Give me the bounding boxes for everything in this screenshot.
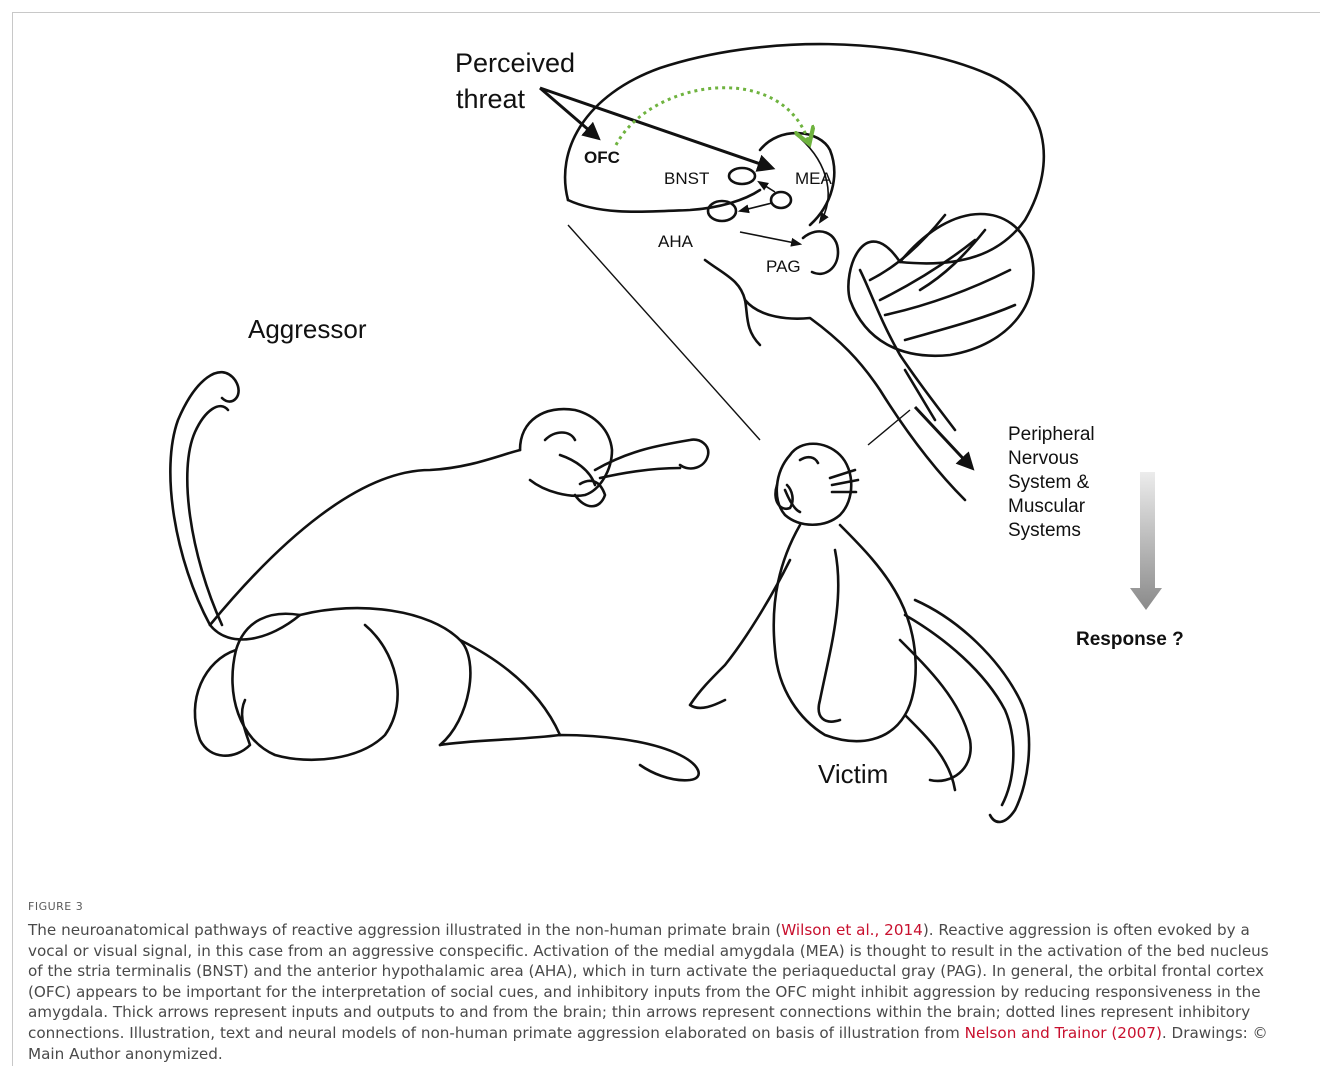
hypothalamus-outline — [705, 260, 760, 345]
victim-legs — [900, 640, 971, 790]
cortex-outline — [565, 44, 1044, 263]
figure-number: FIGURE 3 — [28, 900, 83, 913]
frontal-lobe-underside — [568, 190, 760, 212]
pag-structure — [803, 231, 838, 273]
mea-nucleus — [771, 192, 791, 208]
mea-to-bnst-arrow — [759, 182, 775, 192]
ofc-label: OFC — [584, 148, 620, 167]
response-arrow — [1130, 472, 1162, 610]
cerebellum-folia — [870, 215, 1015, 340]
aggressor-arm — [460, 640, 560, 735]
threat-to-mea-arrow — [540, 88, 772, 168]
bnst-nucleus — [729, 168, 755, 184]
aha-label: AHA — [658, 232, 694, 251]
pag-label: PAG — [766, 257, 801, 276]
border-tick — [12, 1052, 13, 1066]
peripheral-label-2: Nervous — [1008, 448, 1079, 469]
input-arrows — [540, 88, 972, 468]
peripheral-label-1: Peripheral — [1008, 424, 1095, 445]
victim-face — [785, 457, 818, 512]
peripheral-label-4: Muscular — [1008, 496, 1086, 517]
reference-link-wilson[interactable]: Wilson et al., 2014 — [781, 921, 923, 939]
aggressor-face — [545, 433, 595, 486]
figure-illustration: Perceived threat OFC BNST MEA AHA PAG Ag… — [0, 0, 1320, 900]
aha-to-pag-arrow — [740, 232, 800, 244]
mea-label: MEA — [795, 169, 833, 188]
projection-line-left — [568, 225, 760, 440]
victim-right-arm — [819, 550, 840, 722]
aggressor-monkey — [170, 372, 708, 780]
perceived-threat-label-2: threat — [456, 84, 526, 114]
victim-body — [774, 525, 916, 741]
brainstem-back — [860, 270, 955, 430]
cerebellum-outline — [848, 214, 1033, 356]
aggressor-rear-leg — [195, 650, 250, 756]
bnst-label: BNST — [664, 169, 709, 188]
reference-link-nelson[interactable]: Nelson and Trainor (2007) — [965, 1024, 1162, 1042]
aggressor-label: Aggressor — [248, 314, 367, 344]
response-label: Response ? — [1076, 629, 1184, 650]
victim-whiskers — [830, 470, 858, 492]
caption-text-1: The neuroanatomical pathways of reactive… — [28, 921, 781, 939]
mea-to-aha-arrow — [740, 203, 772, 211]
peripheral-label-5: Systems — [1008, 520, 1081, 541]
aggressor-haunch — [232, 614, 397, 760]
brain-drawing — [565, 44, 1044, 500]
perceived-threat-label-1: Perceived — [455, 48, 575, 78]
aggressor-belly — [440, 735, 699, 780]
peripheral-label-3: System & — [1008, 472, 1090, 493]
internal-connections — [740, 138, 828, 244]
victim-label: Victim — [818, 759, 888, 789]
figure-caption: The neuroanatomical pathways of reactive… — [28, 920, 1288, 1064]
aggressor-back — [210, 450, 520, 625]
